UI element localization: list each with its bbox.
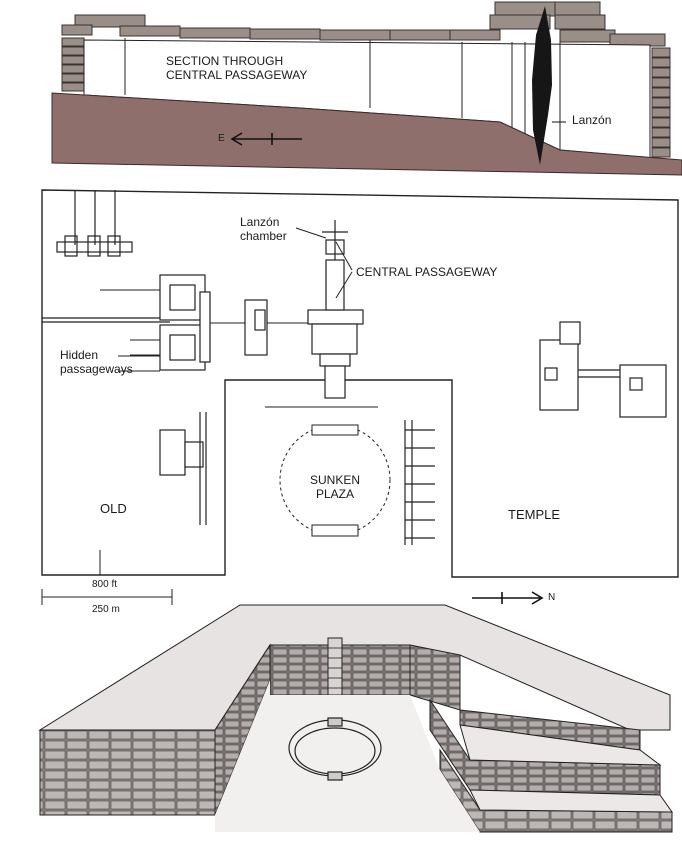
section-direction-label: E: [218, 133, 225, 144]
plan-top-left-passages: [42, 190, 170, 323]
plan-hidden-chambers: [159, 274, 268, 371]
sunken-line1: SUNKEN: [309, 473, 360, 487]
sunken-plaza-circle: [265, 406, 391, 537]
plan-comb-gallery: [404, 420, 435, 545]
plaza-floor: [215, 680, 480, 832]
plan-central-passageway: [307, 220, 364, 399]
sunken-plaza-label: SUNKEN PLAZA: [306, 473, 364, 502]
east-arrow-icon: [230, 132, 302, 146]
section-ground: [51, 92, 682, 176]
plan-outline: [41, 189, 679, 578]
plan-right-structure: [539, 321, 667, 418]
scale-ft-label: 800 ft: [92, 579, 118, 590]
sunken-line2: PLAZA: [315, 486, 354, 501]
lanzon-chamber-line2: chamber: [240, 228, 287, 243]
lanzon-monolith: [532, 6, 552, 165]
section-title: SECTION THROUGH CENTRAL PASSAGEWAY: [166, 54, 308, 83]
right-step-1: [409, 644, 461, 711]
perspective-drawing: [38, 604, 673, 833]
hidden-line1: Hidden: [60, 348, 99, 362]
section-drawing: [51, 1, 682, 176]
central-passageway-label: CENTRAL PASSAGEWAY: [356, 265, 498, 279]
old-label: OLD: [100, 501, 127, 516]
plaza-circle: [288, 717, 382, 781]
scale-bar: [41, 550, 173, 605]
section-masonry-top: [61, 1, 666, 47]
north-arrow-icon: [472, 591, 544, 605]
plan-drawing: [41, 189, 679, 605]
back-stair: [327, 637, 343, 696]
hidden-line2: passageways: [60, 361, 133, 376]
section-title-line2: CENTRAL PASSAGEWAY: [166, 67, 308, 82]
plan-left-middle-structure: [159, 412, 207, 525]
section-title-line1: SECTION THROUGH: [166, 54, 284, 68]
hidden-passageways-label: Hidden passageways: [60, 348, 133, 377]
section-lanzon-label: Lanzón: [572, 113, 612, 127]
north-label: N: [548, 592, 556, 603]
section-masonry-left: [61, 37, 85, 92]
section-masonry-right: [651, 47, 671, 158]
left-wall: [39, 729, 216, 816]
temple-label: TEMPLE: [508, 507, 561, 522]
scale-m-label: 250 m: [92, 604, 120, 615]
lanzon-chamber-label: Lanzón chamber: [240, 215, 287, 244]
lanzon-chamber-line1: Lanzón: [240, 215, 280, 229]
